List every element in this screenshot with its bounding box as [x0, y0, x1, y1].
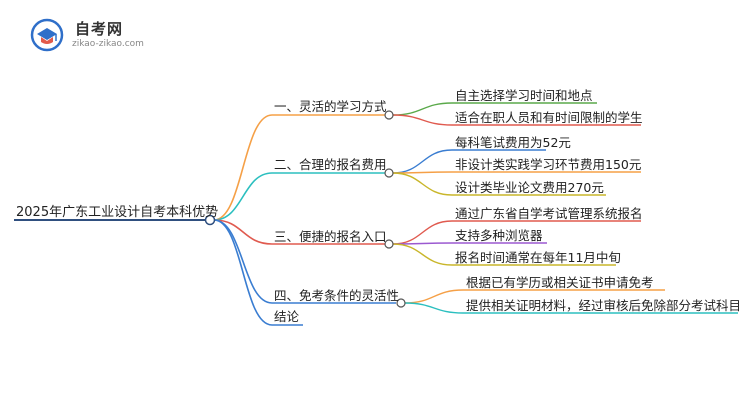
- branch-connector: [213, 114, 273, 221]
- leaf-label[interactable]: 设计类毕业论文费用270元: [455, 180, 604, 195]
- branch-node-dot: [396, 298, 406, 308]
- logo-title: 自考网: [75, 20, 124, 38]
- branch-label-conclusion[interactable]: 结论: [274, 309, 300, 324]
- leaf-connector: [392, 172, 453, 196]
- leaf-label[interactable]: 报名时间通常在每年11月中旬: [455, 250, 621, 265]
- branch-node-dot: [384, 110, 394, 120]
- leaf-connector: [404, 289, 464, 304]
- root-node-label[interactable]: 2025年广东工业设计自考本科优势: [16, 205, 219, 220]
- logo-url: zikao-zikao.com: [72, 39, 144, 49]
- leaf-label[interactable]: 自主选择学习时间和地点: [455, 88, 593, 103]
- root-node-dot: [204, 214, 216, 226]
- branch-label-fees[interactable]: 二、合理的报名费用: [274, 157, 387, 172]
- leaf-label[interactable]: 非设计类实践学习环节费用150元: [455, 157, 642, 172]
- branch-node-dot: [384, 168, 394, 178]
- graduation-cap-logo-icon: [30, 18, 64, 52]
- leaf-label[interactable]: 通过广东省自学考试管理系统报名: [455, 206, 643, 221]
- leaf-connector: [392, 114, 453, 126]
- leaf-connector: [392, 243, 453, 266]
- branch-label-registration[interactable]: 三、便捷的报名入口: [274, 229, 387, 244]
- leaf-label[interactable]: 适合在职人员和有时间限制的学生: [455, 110, 643, 125]
- leaf-label[interactable]: 提供相关证明材料，经过审核后免除部分考试科目: [466, 298, 742, 313]
- site-logo[interactable]: 自考网 zikao-zikao.com: [30, 16, 160, 56]
- leaf-label[interactable]: 支持多种浏览器: [455, 228, 543, 243]
- leaf-label[interactable]: 每科笔试费用为52元: [455, 135, 571, 150]
- branch-label-exemption[interactable]: 四、免考条件的灵活性: [274, 288, 400, 303]
- leaf-connector: [392, 220, 453, 245]
- leaf-connector: [392, 102, 453, 116]
- branch-label-flexible-learning[interactable]: 一、灵活的学习方式: [274, 99, 387, 114]
- branch-connector: [213, 219, 273, 245]
- leaf-connector: [392, 149, 453, 174]
- branch-connector: [213, 219, 273, 326]
- branch-connector: [213, 172, 273, 221]
- leaf-connector: [404, 302, 464, 314]
- leaf-label[interactable]: 根据已有学历或相关证书申请免考: [466, 275, 654, 290]
- branch-node-dot: [384, 239, 394, 249]
